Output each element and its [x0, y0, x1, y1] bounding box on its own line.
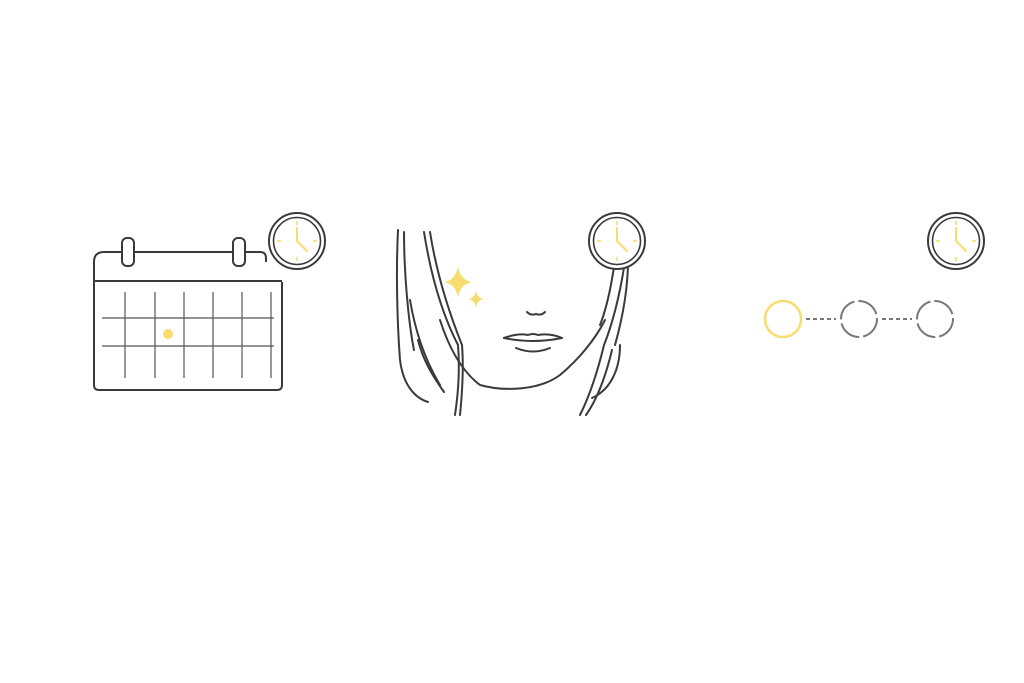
sparkle-icon	[444, 266, 484, 308]
clock-icon	[588, 212, 646, 270]
clock-icon	[268, 212, 326, 270]
clock-icon	[927, 212, 985, 270]
face-icon	[395, 229, 629, 416]
calendar-icon	[93, 237, 283, 391]
session-progress-icon	[763, 299, 954, 339]
